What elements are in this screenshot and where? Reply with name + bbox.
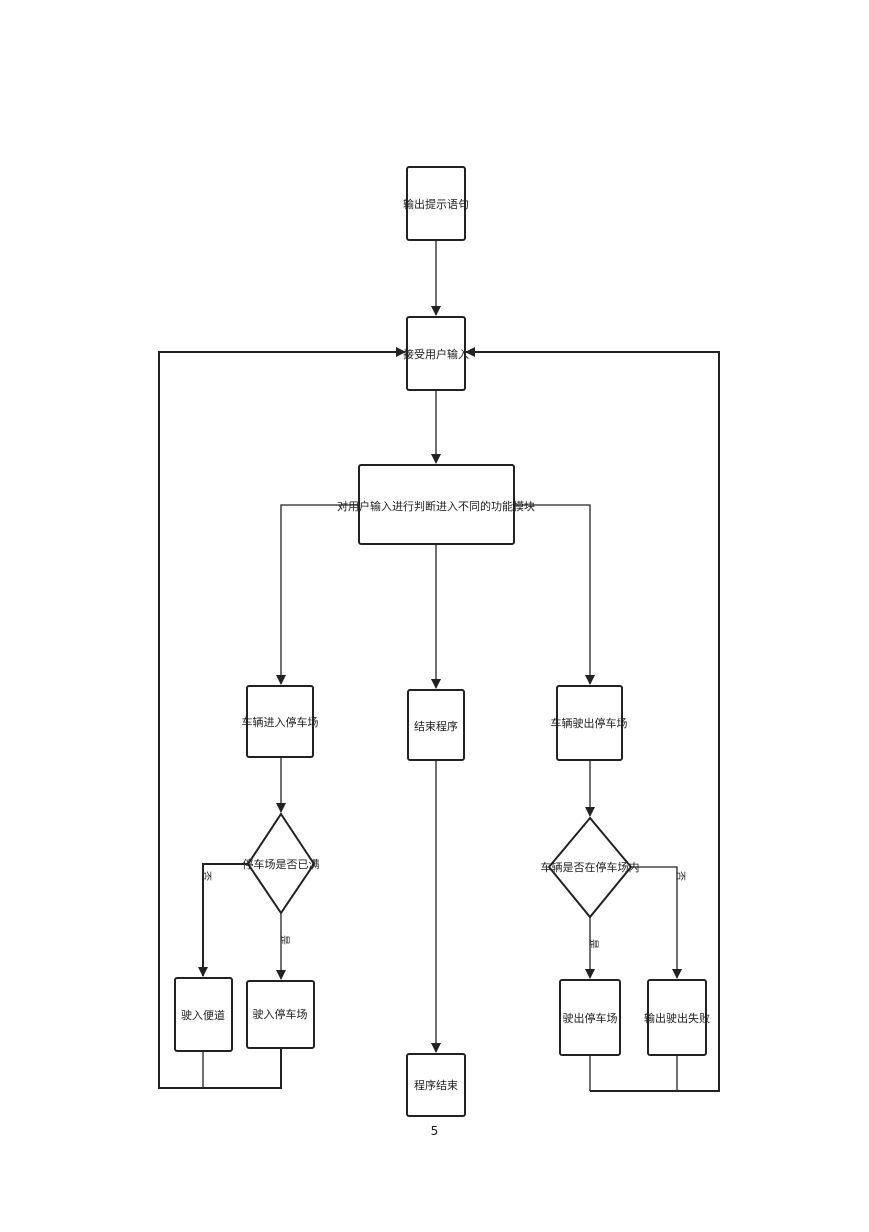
- node-enter-lane: 驶入便道: [174, 977, 233, 1052]
- node-output-prompt: 输出提示语句: [403, 166, 469, 241]
- node-vehicle-enter-label: 车辆进入停车场: [242, 715, 319, 729]
- edge-judge-to-enter: [276, 504, 360, 685]
- node-vehicle-exit: 车辆驶出停车场: [551, 685, 628, 761]
- node-vehicle-exit-label: 车辆驶出停车场: [551, 716, 628, 730]
- decision-lot-full-label: 停车场是否已满: [243, 857, 320, 871]
- node-exit-lot: 驶出停车场: [559, 979, 621, 1056]
- decision-in-lot-label: 车辆是否在停车场内: [541, 860, 640, 874]
- decision-in-lot: 车辆是否在停车场内: [541, 816, 640, 919]
- node-receive-input-label: 接受用户输入: [403, 347, 469, 361]
- node-end-program-label: 结束程序: [414, 719, 458, 733]
- node-enter-lot-label: 驶入停车场: [253, 1007, 308, 1021]
- node-output-prompt-label: 输出提示语句: [403, 197, 469, 211]
- edge-right-return: [465, 347, 720, 1092]
- decision-lot-full: 停车场是否已满: [243, 812, 320, 915]
- node-enter-lane-label: 驶入便道: [181, 1008, 225, 1022]
- node-judge-input: 对用户输入进行判断进入不同的功能模块: [337, 464, 535, 545]
- node-judge-input-label: 对用户输入进行判断进入不同的功能模块: [337, 499, 535, 513]
- edge-fullq-to-lane: [198, 863, 248, 977]
- edge-judge-to-exit: [513, 504, 595, 685]
- node-vehicle-enter: 车辆进入停车场: [242, 685, 319, 758]
- branch-label-full-no: 否: [200, 871, 212, 881]
- branch-label-full-yes: 是: [278, 935, 290, 945]
- branch-label-inlot-yes: 是: [587, 939, 599, 949]
- node-exit-lot-label: 驶出停车场: [563, 1011, 618, 1025]
- node-exit-failed: 输出驶出失败: [644, 979, 710, 1056]
- page-number: 5: [430, 1124, 439, 1138]
- edge-lot-loop: [158, 347, 406, 1089]
- edge-inlotq-to-fail: [631, 866, 682, 979]
- node-program-end-label: 程序结束: [414, 1078, 458, 1092]
- connectors: [158, 240, 720, 1092]
- node-receive-input: 接受用户输入: [403, 316, 469, 391]
- node-end-program: 结束程序: [407, 689, 465, 761]
- node-program-end: 程序结束: [406, 1053, 466, 1117]
- node-exit-failed-label: 输出驶出失败: [644, 1011, 710, 1025]
- node-enter-lot: 驶入停车场: [246, 980, 315, 1049]
- branch-label-inlot-no: 否: [674, 871, 686, 881]
